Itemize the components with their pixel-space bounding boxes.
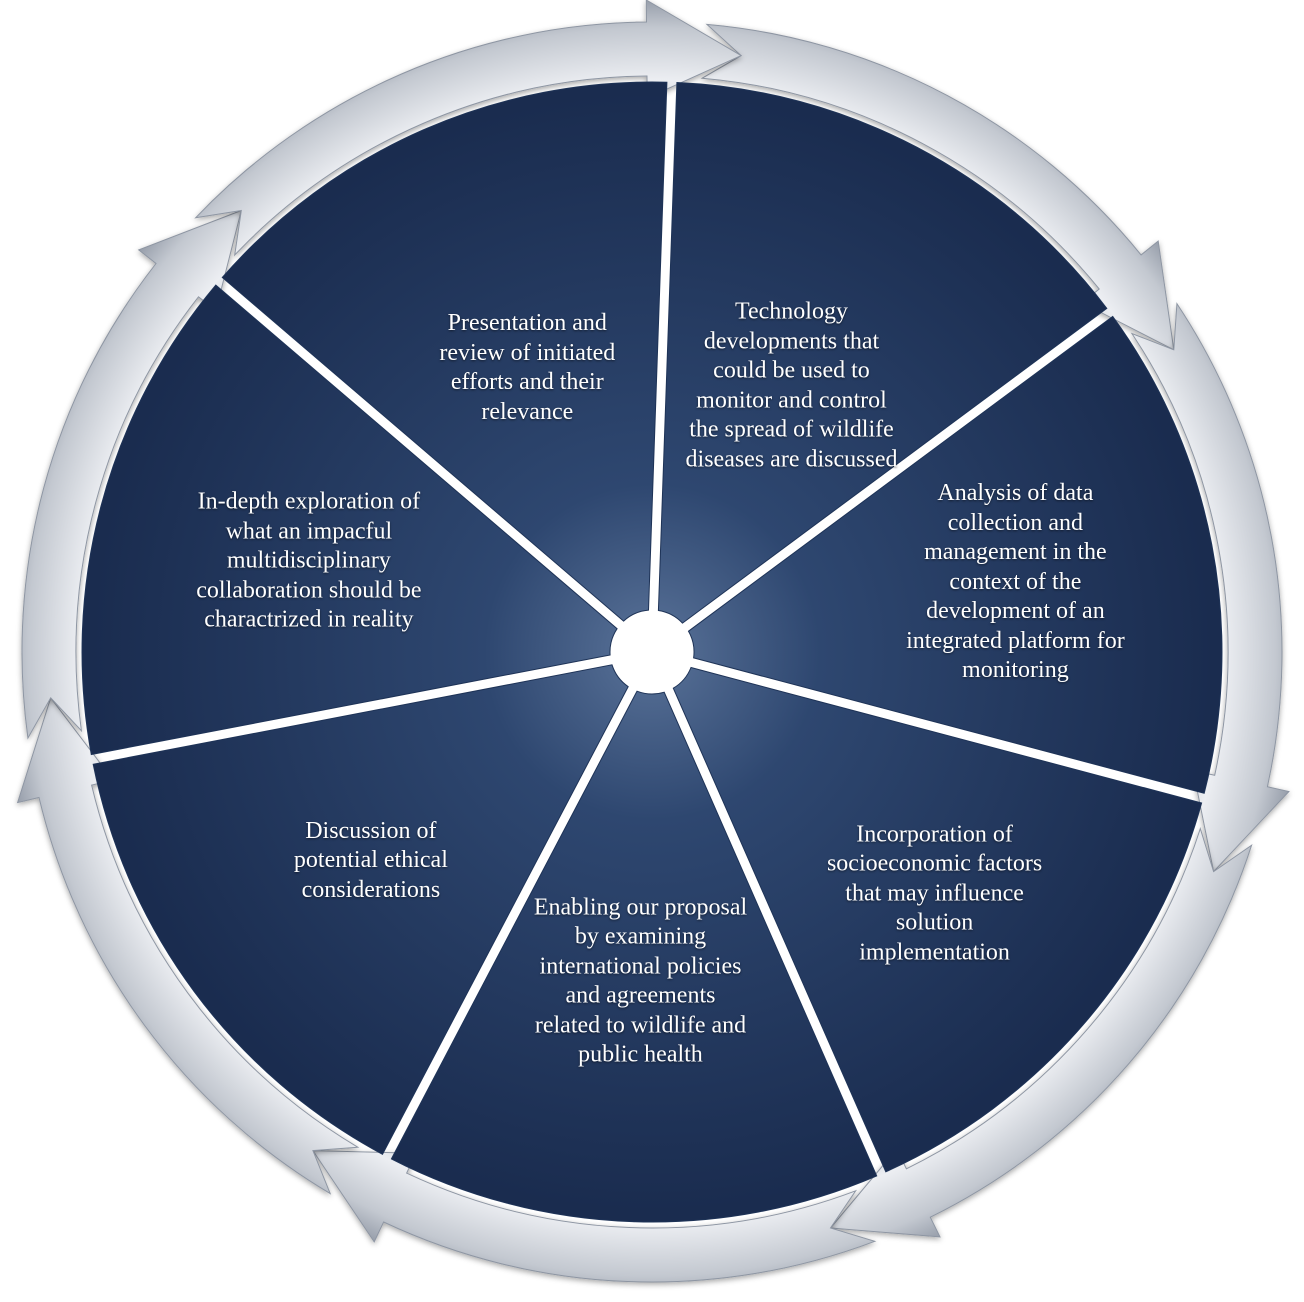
segment-label-line: by examining (574, 923, 707, 950)
segment-label-line: review of initiated (439, 339, 616, 366)
segment-wedge-ethics (92, 664, 629, 1155)
segment-label-line: that may influence (845, 880, 1024, 907)
segment-label-line: developments that (703, 328, 880, 355)
segment-wedge-data-analysis (687, 315, 1223, 794)
segment-wedge-presentation (221, 81, 668, 622)
segment-wedges (81, 81, 1223, 1223)
segment-wedge-policies (390, 690, 878, 1223)
segment-label-line: Analysis of data (937, 480, 1094, 507)
segment-label-line: development of an (926, 598, 1105, 625)
cycle-arrow-presentation (194, 0, 743, 257)
segment-label-line: could be used to (713, 357, 870, 384)
segment-label-line: In-depth exploration of (197, 488, 421, 515)
segment-label-line: related to wildlife and (534, 1012, 747, 1039)
cycle-arrow-socioeconomic (829, 826, 1253, 1238)
segment-label-line: monitoring (962, 657, 1069, 684)
segment-label-line: Enabling our proposal (533, 894, 748, 921)
segment-label-line: management in the (924, 539, 1107, 566)
segment-label-line: collection and (947, 509, 1084, 536)
segment-label-line: international policies (539, 953, 742, 980)
segment-label-line: potential ethical (293, 846, 448, 873)
cycle-arrow-policies (311, 1150, 877, 1283)
segment-label-line: and agreements (565, 982, 716, 1009)
cycle-arrow-technology (700, 23, 1175, 351)
segment-label-line: public health (578, 1041, 703, 1068)
segment-label-line: Presentation and (447, 310, 607, 337)
segment-label-line: solution (895, 909, 974, 936)
segment-label-line: diseases are discussed (685, 446, 898, 473)
segment-label-line: relevance (481, 398, 574, 425)
cycle-arrow-collaboration (21, 209, 243, 740)
segment-label-line: collaboration should be (196, 576, 422, 603)
segment-label-line: multidisciplinary (226, 547, 391, 574)
segment-label-line: considerations (301, 876, 441, 903)
segment-label-line: charactrized in reality (204, 606, 414, 633)
segment-label-line: socioeconomic factors (826, 850, 1043, 877)
arrow-ring (16, 0, 1290, 1283)
segment-label-line: efforts and their (450, 369, 604, 396)
segment-label-line: Discussion of (305, 817, 437, 844)
segment-wedge-socioeconomic (672, 666, 1203, 1173)
cycle-arrow-data-analysis (1130, 302, 1290, 873)
segment-label-line: Technology (735, 298, 848, 325)
segment-wedge-collaboration (81, 284, 618, 756)
cycle-arrow-ethics (16, 696, 360, 1195)
segment-label-line: Incorporation of (856, 821, 1013, 848)
segment-label-line: context of the (949, 568, 1082, 595)
segment-wedge-technology (657, 81, 1108, 624)
segment-label-line: integrated platform for (906, 627, 1125, 654)
segment-label-line: the spread of wildlife (689, 416, 894, 443)
segment-label-line: implementation (859, 939, 1010, 966)
segment-label-line: what an impacful (225, 517, 393, 544)
segment-label-line: monitor and control (696, 387, 887, 414)
